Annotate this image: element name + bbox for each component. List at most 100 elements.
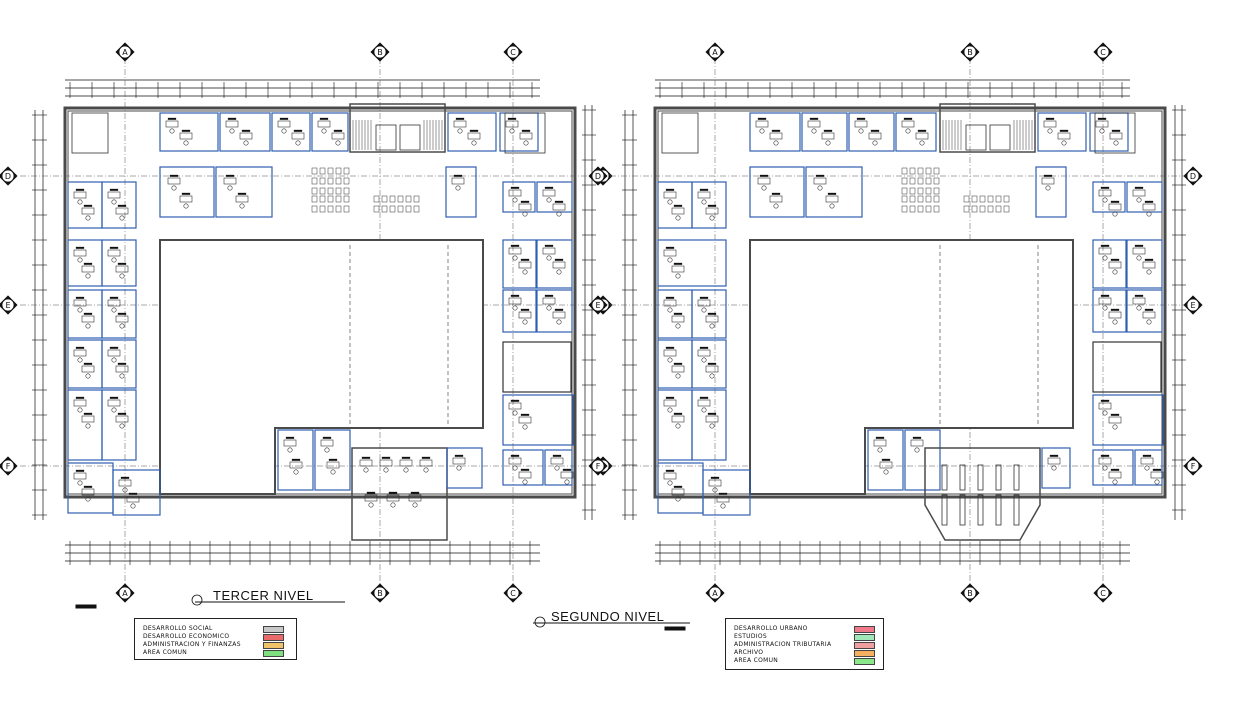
- archive-shelf: [959, 464, 966, 491]
- desk-label-bar: [856, 117, 866, 120]
- seat: [963, 195, 970, 203]
- desk-label-bar: [1144, 258, 1154, 261]
- grid-label: C: [1100, 589, 1106, 598]
- office: [904, 429, 941, 491]
- elevator: [375, 124, 397, 151]
- legend-swatch: [854, 642, 875, 649]
- courtyard: [159, 239, 484, 495]
- grid-label: A: [712, 589, 718, 598]
- seat: [311, 187, 318, 195]
- chair: [324, 447, 330, 453]
- chair: [546, 197, 552, 203]
- legend-swatch: [263, 626, 284, 633]
- elevator: [965, 124, 987, 151]
- desk: [408, 494, 422, 502]
- seat: [343, 187, 350, 195]
- desk: [320, 439, 334, 447]
- desk: [716, 495, 730, 503]
- desk-label-bar: [1111, 129, 1121, 132]
- chair: [457, 128, 463, 134]
- seat: [335, 187, 342, 195]
- grid-label: A: [712, 48, 718, 57]
- desk-label-bar: [328, 458, 338, 461]
- grid-bubble: [373, 586, 387, 600]
- stair-core: [939, 103, 1036, 153]
- seat: [901, 195, 908, 203]
- desk-label-bar: [1100, 186, 1110, 189]
- chair: [512, 255, 518, 261]
- office: [536, 289, 573, 333]
- desk: [708, 479, 722, 487]
- desk-label-bar: [117, 412, 127, 415]
- seat: [925, 177, 932, 185]
- desk-label-bar: [665, 396, 675, 399]
- desk-label-bar: [1110, 468, 1120, 471]
- desk-label-bar: [707, 412, 717, 415]
- grid-label: F: [596, 462, 601, 471]
- chair: [183, 203, 189, 209]
- chair: [759, 128, 765, 134]
- seat: [343, 167, 350, 175]
- desk: [550, 457, 564, 465]
- desk-label-bar: [361, 456, 371, 459]
- legend-swatch: [854, 658, 875, 665]
- seat: [373, 205, 380, 213]
- desk-label-bar: [75, 346, 85, 349]
- desk: [1142, 203, 1156, 211]
- chair: [556, 319, 562, 325]
- office: [1037, 112, 1087, 152]
- office: [1126, 289, 1163, 333]
- chair: [667, 357, 673, 363]
- desk: [1098, 402, 1112, 410]
- chair: [85, 273, 91, 279]
- chair: [77, 407, 83, 413]
- chair: [709, 215, 715, 221]
- chair: [169, 128, 175, 134]
- exterior-wall: [63, 106, 577, 499]
- chair: [293, 469, 299, 475]
- chair: [675, 423, 681, 429]
- archive-shelf: [995, 464, 1002, 491]
- chair: [423, 467, 429, 473]
- chair: [667, 307, 673, 313]
- grid-label: B: [377, 48, 383, 57]
- desk-label-bar: [181, 129, 191, 132]
- desk-label-bar: [520, 468, 530, 471]
- grid-label: A: [122, 589, 128, 598]
- grid-label: D: [595, 172, 601, 181]
- chair: [829, 203, 835, 209]
- office: [101, 289, 137, 339]
- office: [691, 389, 727, 461]
- desk-label-bar: [507, 117, 517, 120]
- desk: [386, 494, 400, 502]
- desk: [126, 495, 140, 503]
- chair: [77, 307, 83, 313]
- restroom: [661, 112, 699, 154]
- legend-item: AREA COMUN: [734, 657, 779, 664]
- desk-label-bar: [881, 458, 891, 461]
- office: [502, 239, 537, 289]
- legend-swatch: [854, 626, 875, 633]
- desk-label-bar: [1144, 200, 1154, 203]
- chair: [509, 128, 515, 134]
- grid-bubble: [1096, 45, 1110, 59]
- chair: [522, 211, 528, 217]
- chair: [675, 215, 681, 221]
- chair: [1136, 255, 1142, 261]
- chair: [330, 469, 336, 475]
- desk: [326, 461, 340, 469]
- desk: [1142, 261, 1156, 269]
- seat: [397, 195, 404, 203]
- chair: [675, 273, 681, 279]
- seat: [343, 205, 350, 213]
- desk: [769, 195, 783, 203]
- seat: [909, 187, 916, 195]
- desk: [73, 249, 87, 257]
- desk: [671, 488, 685, 496]
- office: [1092, 239, 1127, 289]
- seat: [901, 167, 908, 175]
- chair: [1045, 185, 1051, 191]
- chair: [701, 307, 707, 313]
- seat: [925, 205, 932, 213]
- desk: [1041, 177, 1055, 185]
